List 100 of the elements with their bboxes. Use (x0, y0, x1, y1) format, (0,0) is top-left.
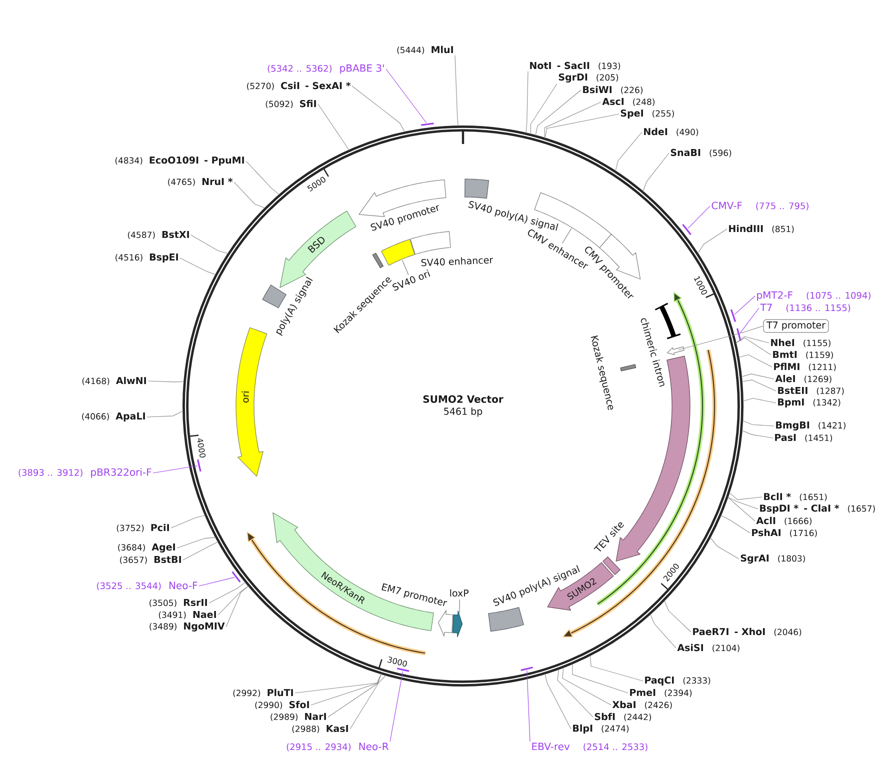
primer-label: CMV-F (775 .. 795) (712, 202, 808, 210)
node-label: SV40 enhancer (421, 257, 494, 266)
primer-label: pMT2-F (1075 .. 1094) (757, 291, 870, 301)
leader-line (352, 86, 406, 132)
enzyme-label: (5444) MluI (397, 46, 453, 54)
leader-line (650, 614, 676, 648)
enzyme-label: AleI (1269) (775, 374, 832, 384)
leader-line (742, 380, 776, 392)
enzyme-label: PmeI (2394) (630, 688, 692, 698)
enzyme-label: SgrAI (1803) (740, 554, 805, 564)
leader-line (454, 55, 458, 126)
leader-line (530, 83, 558, 135)
primer-site-mark (520, 666, 533, 672)
leader-line (390, 671, 404, 742)
enzyme-label: (4168) AlwNI (82, 376, 146, 386)
enzyme-label: SbfI (2442) (594, 712, 652, 722)
leader-line (740, 308, 760, 334)
enzyme-label: PshAI (1716) (752, 528, 817, 538)
leader-line (734, 296, 756, 315)
enzyme-label: PaqCI (2333) (645, 676, 710, 686)
feature-block: loxP (450, 589, 469, 638)
node-label: chimeric intron (640, 318, 664, 387)
leader-line (742, 430, 774, 438)
leader-line (572, 663, 628, 694)
enzyme-label: (4066) ApaLI (82, 412, 145, 422)
node-label: loxP (450, 589, 469, 597)
enzyme-label: HindIII (851) (729, 224, 794, 234)
primer-label: (5342 .. 5362) pBABE 3' (268, 64, 384, 74)
enzyme-label: (2990) SfoI (255, 700, 309, 710)
leader-line (727, 496, 758, 510)
enzyme-label: AclI (1666) (756, 516, 812, 526)
leader-line (727, 496, 756, 522)
enzyme-label: BspDI * - ClaI * (1657) (760, 504, 875, 514)
leader-line (544, 674, 572, 730)
enzyme-label: AsiSI (2104) (677, 644, 740, 652)
leader-line (310, 674, 382, 706)
leader-line (386, 68, 427, 124)
leader-line (736, 338, 772, 356)
leader-line (544, 102, 602, 139)
enzyme-label: (4765) NruI * (168, 178, 233, 186)
leader-line (544, 114, 620, 139)
leader-line (246, 160, 280, 195)
enzyme-label: SpeI (255) (620, 109, 674, 119)
scale-number: 4000 (197, 438, 206, 458)
primer-label: (3525 .. 3544) Neo-F (97, 582, 198, 590)
node-label: SV40 ori (392, 270, 430, 291)
leader-line (182, 541, 218, 560)
primer-site-mark (232, 571, 241, 583)
leader-line (678, 326, 764, 350)
enzyme-label: PasI (1451) (775, 434, 832, 442)
enzyme-label: BsiWI (226) (583, 86, 642, 94)
leader-line (562, 667, 612, 706)
leader-line (176, 537, 216, 548)
leader-line (720, 515, 750, 534)
leader-line (218, 586, 249, 616)
enzyme-label: (2992) PluTI (233, 688, 293, 698)
enzyme-label: NotI - SacII (193) (530, 62, 620, 70)
leader-line (688, 206, 710, 229)
leader-line (526, 670, 530, 742)
enzyme-label: AscI (248) (602, 98, 654, 106)
enzyme-label: (3491) NaeI (158, 610, 216, 620)
leader-line (729, 492, 762, 500)
enzyme-label: PaeR7I - XhoI (2046) (693, 628, 802, 636)
primer-site-mark (736, 328, 742, 342)
leader-line (146, 410, 184, 418)
leader-line (318, 104, 350, 150)
feature-label-box: T7 promoter (763, 319, 829, 333)
leader-line (148, 380, 184, 382)
enzyme-label: (4587) BstXI (128, 230, 189, 240)
primer-site-mark (730, 309, 736, 322)
feature-bar: Kozak sequence (590, 335, 636, 410)
enzyme-label: (3684) AgeI (118, 544, 175, 552)
primer-site-mark (197, 459, 202, 472)
feature-box: SV40 poly(A) signal (464, 178, 558, 231)
enzyme-label: (4516) BspEI (116, 254, 178, 262)
leader-line (526, 71, 528, 134)
feature-block (666, 346, 684, 355)
enzyme-label: (3657) BstBI (120, 556, 181, 564)
leader-line (590, 655, 644, 682)
enzyme-label: BpmI (1342) (778, 398, 840, 408)
enzyme-label: NheI (1155) (771, 338, 830, 348)
enzyme-label: (5270) CsiI - SexAI * (247, 82, 351, 90)
leader-line (152, 465, 198, 474)
leader-line (664, 600, 692, 632)
enzyme-label: PflMI (1211) (774, 362, 836, 372)
primer-label: EBV-rev (2514 .. 2533) (532, 742, 648, 752)
leader-line (698, 228, 728, 254)
scale-number: 3000 (387, 656, 407, 667)
leader-line (710, 537, 740, 560)
feature-block: ori (236, 327, 268, 477)
leader-line (208, 582, 246, 604)
primer-label: T7 (1136 .. 1155) (760, 304, 850, 312)
primer-site-mark (420, 122, 434, 126)
leader-line (738, 354, 772, 368)
primer-site-mark (396, 668, 410, 672)
node-label: Kozak sequence (590, 335, 614, 410)
primer-label: (3893 .. 3912) pBR322ori-F (18, 468, 152, 478)
enzyme-label: BstEII (1287) (778, 386, 844, 396)
feature-bar: chimeric intron (640, 302, 682, 387)
leader-line (557, 668, 594, 718)
